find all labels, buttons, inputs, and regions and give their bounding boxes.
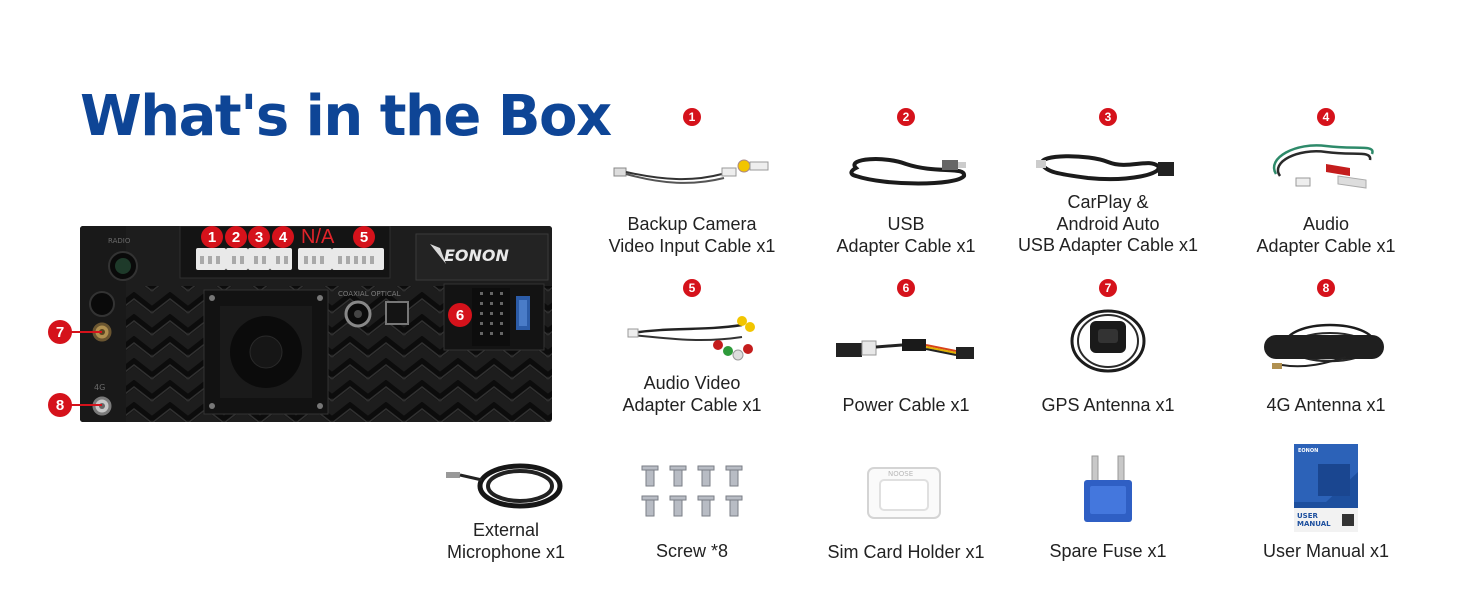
page-title: What's in the Box bbox=[80, 84, 612, 149]
manual-text-1: USER bbox=[1297, 512, 1319, 520]
radio-label: RADIO bbox=[108, 237, 131, 245]
item-label-line: USB Adapter Cable x1 bbox=[1017, 235, 1199, 255]
microphone-icon bbox=[446, 463, 563, 509]
side-badge-7: 7 bbox=[48, 320, 72, 344]
item-user-manual: EONON USER MANUAL User Manual x1 bbox=[1246, 440, 1406, 570]
item-number: 2 bbox=[897, 108, 915, 126]
item-label-line: Screw *8 bbox=[655, 541, 729, 561]
item-av-cable: 5 Audio Video Adapter Cable x1 bbox=[612, 277, 772, 417]
item-power-cable: 6 Power Cable x1 bbox=[826, 277, 986, 417]
item-number: 8 bbox=[1317, 279, 1335, 297]
na-port-label: N/A bbox=[301, 226, 335, 248]
item-label-line: Adapter Cable x1 bbox=[836, 235, 976, 256]
gps-antenna-icon bbox=[1070, 309, 1146, 373]
screw-icon bbox=[641, 465, 743, 517]
4g-antenna-icon bbox=[1264, 323, 1384, 369]
item-sim-card-holder: NOOSE Sim Card Holder x1 bbox=[826, 450, 986, 570]
item-number: 5 bbox=[683, 279, 701, 297]
port-badge-1: 1 bbox=[201, 226, 223, 248]
item-label-line: CarPlay & bbox=[1067, 192, 1149, 212]
item-label-line: GPS Antenna x1 bbox=[1041, 395, 1175, 415]
manual-text-2: MANUAL bbox=[1297, 520, 1331, 528]
backup-camera-cable-icon bbox=[613, 159, 769, 184]
item-backup-camera-cable: 1 Backup Camera Video Input Cable x1 bbox=[609, 106, 775, 266]
item-number: 3 bbox=[1099, 108, 1117, 126]
manual-icon: EONON USER MANUAL bbox=[1294, 444, 1358, 532]
port-badge-3: 3 bbox=[248, 226, 270, 248]
item-external-microphone: External Microphone x1 bbox=[426, 450, 586, 570]
item-label-line: Power Cable x1 bbox=[842, 395, 970, 415]
item-label-line: External bbox=[472, 520, 540, 540]
av-cable-icon bbox=[627, 316, 755, 361]
item-number: 7 bbox=[1099, 279, 1117, 297]
sim-holder-text: NOOSE bbox=[888, 470, 913, 478]
item-label-line: Adapter Cable x1 bbox=[622, 394, 762, 415]
4g-small-label: 4G bbox=[94, 383, 105, 392]
usb-cable-icon bbox=[849, 157, 966, 186]
item-number: 6 bbox=[897, 279, 915, 297]
port-badge-6: 6 bbox=[448, 303, 472, 327]
carplay-usb-cable-icon bbox=[1036, 154, 1174, 182]
item-label-line: Audio Video bbox=[643, 373, 741, 393]
coaxial-optical-label: COAXIAL OPTICAL bbox=[338, 290, 401, 298]
sim-holder-icon: NOOSE bbox=[867, 467, 941, 519]
port-badge-5: 5 bbox=[353, 226, 375, 248]
item-usb-cable: 2 USB Adapter Cable x1 bbox=[826, 106, 986, 266]
item-label-line: Audio bbox=[1302, 214, 1350, 234]
side-badge-8: 8 bbox=[48, 393, 72, 417]
power-cable-icon bbox=[836, 339, 974, 359]
side-line-7 bbox=[70, 331, 102, 333]
item-label-line: Microphone x1 bbox=[446, 541, 566, 562]
head-unit-rear-panel: RADIO 4G EONON bbox=[80, 226, 552, 422]
item-label-line: 4G Antenna x1 bbox=[1266, 395, 1386, 415]
item-label-line: Spare Fuse x1 bbox=[1049, 541, 1167, 561]
item-screws: Screw *8 bbox=[612, 450, 772, 570]
head-unit-drawing: RADIO 4G EONON bbox=[80, 226, 552, 422]
audio-cable-icon bbox=[1272, 144, 1374, 189]
item-audio-cable: 4 Audio Adapter Cable x1 bbox=[1246, 106, 1406, 266]
item-label-line: USB bbox=[887, 214, 925, 234]
item-label-line: Adapter Cable x1 bbox=[1256, 235, 1396, 256]
side-line-8 bbox=[70, 404, 102, 406]
port-badge-4: 4 bbox=[272, 226, 294, 248]
manual-brand: EONON bbox=[1298, 448, 1318, 454]
item-carplay-usb-cable: 3 CarPlay & Android Auto USB Adapter Cab… bbox=[1018, 106, 1198, 266]
item-label-line: Video Input Cable x1 bbox=[608, 235, 776, 256]
port-badge-2: 2 bbox=[225, 226, 247, 248]
item-spare-fuse: Spare Fuse x1 bbox=[1028, 450, 1188, 570]
item-4g-antenna: 8 4G Antenna x1 bbox=[1246, 277, 1406, 417]
item-number: 4 bbox=[1317, 108, 1335, 126]
item-label-line: Android Auto bbox=[1056, 213, 1160, 234]
brand-logo-text: EONON bbox=[444, 246, 510, 265]
item-label-line: Sim Card Holder x1 bbox=[827, 542, 985, 562]
item-label-line: User Manual x1 bbox=[1262, 541, 1390, 561]
item-label-line: Backup Camera bbox=[627, 214, 757, 234]
fuse-icon bbox=[1084, 455, 1132, 522]
item-gps-antenna: 7 GPS Antenna x1 bbox=[1028, 277, 1188, 417]
item-number: 1 bbox=[683, 108, 701, 126]
